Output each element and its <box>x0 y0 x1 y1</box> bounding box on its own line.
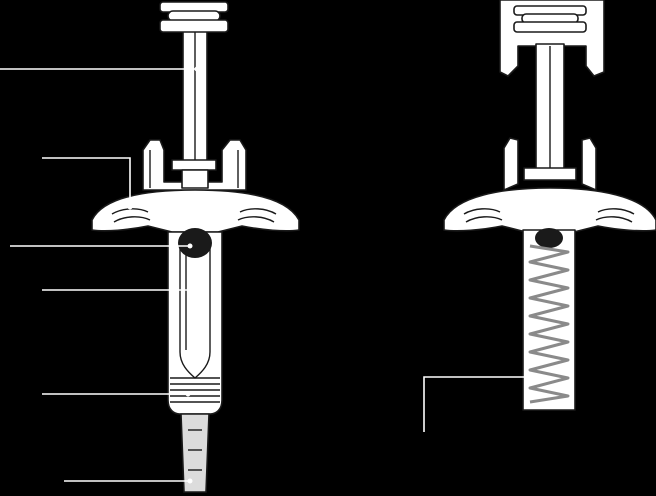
callout-needle-hub <box>42 391 191 397</box>
right-finger-flange <box>443 187 656 233</box>
callout-needle-cap <box>64 478 193 484</box>
compression-spring <box>528 244 570 404</box>
callout-finger-flange <box>42 157 133 210</box>
finger-flange <box>91 189 300 233</box>
needle-cap <box>180 413 210 493</box>
plunger-thumb-press <box>159 1 229 33</box>
syringe-barrel <box>167 231 223 415</box>
housing-top <box>499 0 605 77</box>
finger-clip <box>142 139 247 191</box>
callout-spring <box>423 374 539 432</box>
rubber-stopper <box>178 228 212 258</box>
right-syringe-figure <box>423 0 656 432</box>
right-stopper <box>535 228 563 248</box>
callout-rubber-stopper <box>10 243 193 249</box>
side-clips <box>503 137 597 191</box>
left-callouts <box>0 66 200 484</box>
callout-barrel <box>42 287 195 293</box>
callout-plunger-rod <box>0 66 200 72</box>
left-syringe-figure <box>0 1 300 493</box>
